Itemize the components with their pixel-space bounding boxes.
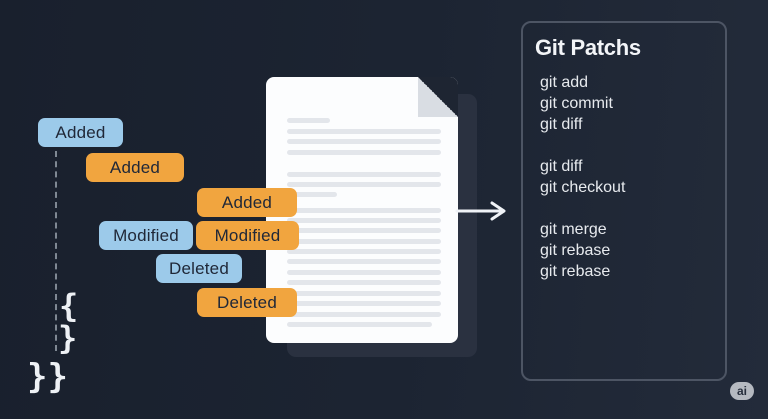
page-text-line <box>287 322 432 327</box>
ai-watermark-badge: ai <box>730 382 755 400</box>
page-text-line <box>287 182 441 187</box>
page-text-line <box>287 270 441 275</box>
chip-added-3: Added <box>197 188 297 217</box>
timeline-dashed-line <box>55 151 57 351</box>
double-close-brace: }} <box>27 357 68 397</box>
panel-title: Git Patchs <box>535 35 641 60</box>
page-text-line <box>287 218 441 223</box>
close-brace: } <box>58 319 78 357</box>
page-text-line <box>287 129 441 134</box>
chip-deleted-2: Deleted <box>197 288 297 317</box>
page-text-line <box>287 139 441 144</box>
page-text-line <box>287 291 441 296</box>
page-text-line <box>287 208 441 213</box>
page-text-line <box>287 312 441 317</box>
git-command: git add <box>540 74 589 91</box>
command-group-merge: git merge git rebase git rebase <box>540 219 725 282</box>
arrow-right-icon <box>455 201 506 221</box>
chip-added-1: Added <box>38 118 123 147</box>
chip-modified-2: Modified <box>196 221 299 250</box>
git-command: git rebase <box>540 263 611 280</box>
open-brace: { <box>59 287 79 325</box>
git-command: git diff <box>540 158 583 175</box>
git-command: git checkout <box>540 179 626 196</box>
page-text-line <box>287 301 441 306</box>
page-text-line <box>287 192 337 197</box>
document-page-icon <box>266 77 458 343</box>
page-text-line <box>287 118 330 123</box>
git-patches-panel: Git Patchs git add git commit git diff g… <box>521 21 727 381</box>
command-group-diff: git diff git checkout <box>540 156 725 198</box>
page-text-line <box>287 150 441 155</box>
git-command: git merge <box>540 221 607 238</box>
chip-deleted-1: Deleted <box>156 254 242 283</box>
command-group-staging: git add git commit git diff <box>540 72 725 135</box>
page-text-line <box>287 228 441 233</box>
page-fold-icon <box>418 77 458 117</box>
page-text-line <box>287 172 441 177</box>
page-text-line <box>287 259 441 264</box>
chip-added-2: Added <box>86 153 184 182</box>
page-text-line <box>287 249 441 254</box>
page-text-line <box>287 239 441 244</box>
page-text-line <box>287 280 441 285</box>
git-command: git rebase <box>540 242 611 259</box>
chip-modified-1: Modified <box>99 221 193 250</box>
git-command: git commit <box>540 95 613 112</box>
git-command: git diff <box>540 116 583 133</box>
